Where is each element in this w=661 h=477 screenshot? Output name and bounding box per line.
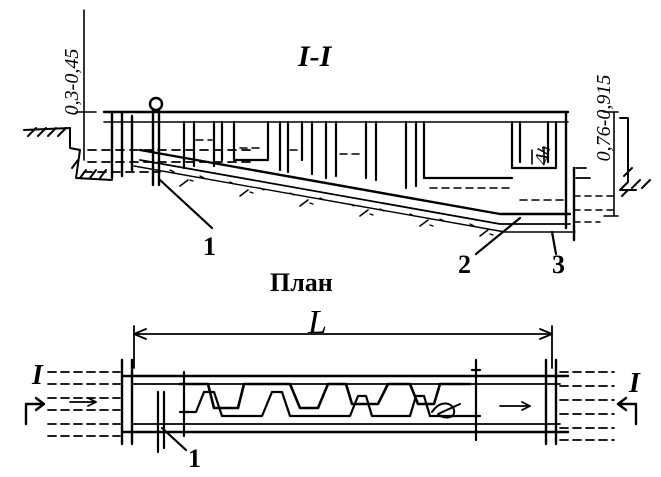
plan-callout-leader [160,426,188,452]
cut-marker-arrows [24,396,638,426]
length-dimension [133,325,553,369]
section-view [23,9,651,256]
plan-view [24,325,638,454]
baffle-walls [182,120,558,190]
callout-2-section: 2 [458,250,471,279]
water-dash-left [83,149,251,173]
inlet-pipe [148,96,164,187]
ground-hatch-left [23,127,113,181]
left-wall [110,110,134,180]
cut-marker-right-label: I [629,368,640,399]
cut-marker-left-label: I [32,360,43,391]
outlet-dimension-label: 0,76-0,915 [593,74,615,162]
baffle-channel [178,382,472,410]
plan-title: План [270,268,333,297]
callout-1-section: 1 [203,232,216,261]
level-diff-marks [531,147,545,165]
flow-arrows [69,397,531,411]
sediment-texture [169,169,494,237]
length-label: L [308,304,327,341]
callout-leaders [158,178,558,256]
depth-dimension-label: 0,3-0,45 [61,48,83,116]
plan-posts [156,358,482,454]
callout-3-section: 3 [552,250,565,279]
plan-frame [120,358,570,446]
plan-dashes-left [47,371,121,437]
callout-1-plan: 1 [188,444,201,473]
water-dash-chambers [195,139,566,201]
section-title: I-I [298,40,332,73]
baffle-channel-lower [178,390,482,418]
flow-symbol [431,402,461,419]
outlet-structure [564,110,619,242]
plan-dashes-right [559,371,615,441]
ground-hatch-right [619,117,651,197]
